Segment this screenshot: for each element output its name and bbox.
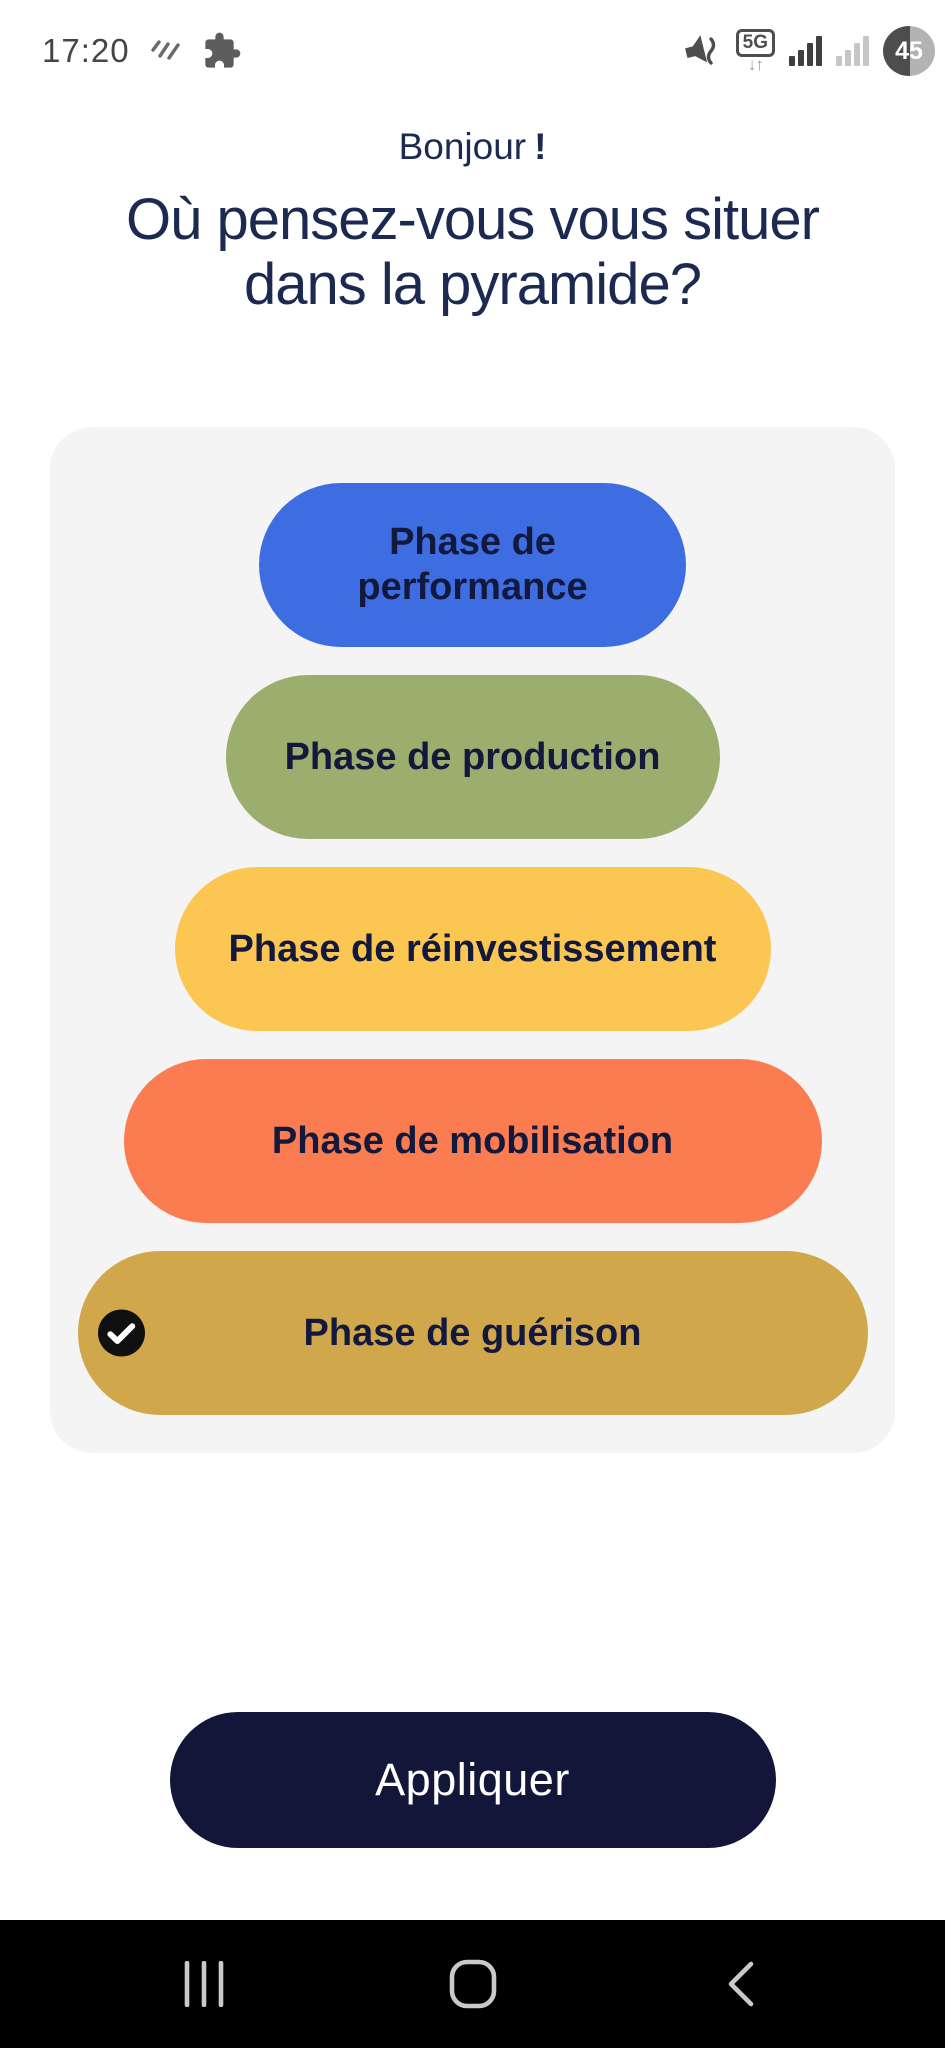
greeting: Bonjour!: [0, 126, 945, 168]
clock: 17:20: [42, 32, 130, 69]
network-badge: 5G: [735, 29, 775, 57]
selected-check-icon: [97, 1309, 145, 1357]
home-icon: [449, 1959, 496, 2009]
pyramid-option-label: Phase de mobilisation: [271, 1119, 674, 1162]
pyramid-option-2[interactable]: Phase de production: [225, 675, 720, 839]
network-5g-icon: 5G ↓↑: [735, 29, 775, 74]
pyramid-option-label: Phase de réinvestissement: [228, 927, 717, 970]
back-icon: [728, 1961, 754, 2007]
recents-icon: [184, 1961, 224, 2007]
pyramid-option-label: Phase de: [389, 521, 556, 564]
page-title: Où pensez-vous vous situer dans la pyram…: [126, 187, 820, 317]
pyramid-option-label: performance: [357, 566, 588, 608]
back-button[interactable]: [685, 1920, 795, 2048]
pyramid-option-label: Phase de guérison: [303, 1311, 642, 1354]
pyramid-option-4[interactable]: Phase de mobilisation: [123, 1059, 822, 1223]
pyramid-option-label: Phase de production: [284, 735, 661, 778]
battery-indicator: 45: [883, 26, 935, 76]
hatch-lines-icon: [150, 40, 180, 60]
battery-percent: 45: [895, 36, 923, 65]
signal-strength-secondary-icon: [836, 36, 869, 66]
apply-button[interactable]: Appliquer: [169, 1712, 776, 1848]
android-nav-bar: [0, 1920, 945, 2048]
recents-button[interactable]: [150, 1920, 260, 2048]
data-arrows-icon: ↓↑: [747, 55, 764, 74]
greeting-exclamation: !: [534, 126, 547, 167]
pyramid-option-5[interactable]: Phase de guérison: [77, 1251, 868, 1415]
pyramid-option-3[interactable]: Phase de réinvestissement: [174, 867, 771, 1031]
status-bar-left: 17:20: [42, 31, 242, 71]
home-button[interactable]: [418, 1920, 528, 2048]
status-bar: 17:20 5G ↓↑: [0, 0, 945, 88]
mute-vibrate-icon: [684, 35, 715, 65]
puzzle-extension-icon: [204, 32, 240, 68]
status-bar-right: 5G ↓↑ 45: [680, 26, 935, 76]
greeting-text: Bonjour: [398, 126, 527, 167]
signal-strength-icon: [789, 36, 822, 66]
